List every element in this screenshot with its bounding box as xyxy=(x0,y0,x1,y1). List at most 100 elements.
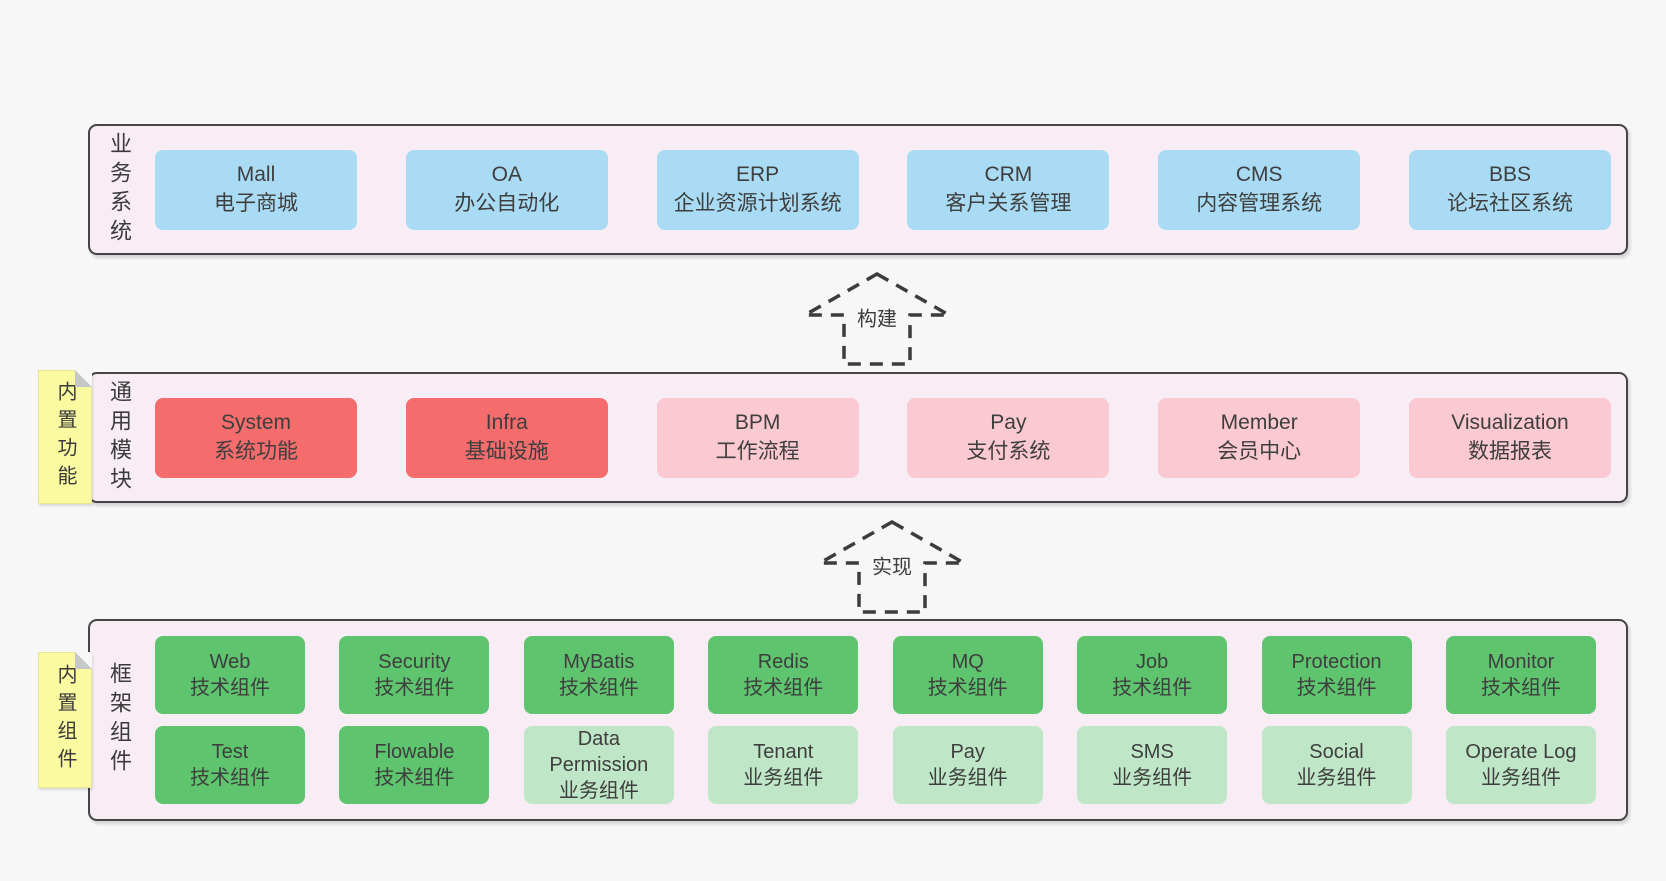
box-social-title: Social xyxy=(1309,741,1364,763)
box-pay-subtitle: 支付系统 xyxy=(966,439,1051,463)
components-row-2: Test 技术组件 Flowable 技术组件 Data Permission … xyxy=(155,726,1596,804)
box-redis: Redis 技术组件 xyxy=(708,636,859,714)
box-visualization: Visualization 数据报表 xyxy=(1408,397,1611,478)
box-redis-subtitle: 技术组件 xyxy=(743,677,824,699)
implement-arrow-shape xyxy=(817,519,967,614)
box-tenant-title: Tenant xyxy=(753,741,814,763)
box-bpm-subtitle: 工作流程 xyxy=(715,439,800,463)
built-in-components-tag-label: 内置组件 xyxy=(54,664,76,776)
box-flowable-title: Flowable xyxy=(374,741,455,763)
components-row-1: Web 技术组件 Security 技术组件 MyBatis 技术组件 Redi… xyxy=(155,636,1596,714)
box-protection-subtitle: 技术组件 xyxy=(1296,677,1377,699)
box-pay-title: Pay xyxy=(990,410,1027,434)
layer-framework-components: 框架组件 Web 技术组件 Security 技术组件 MyBatis 技术组件… xyxy=(88,619,1628,821)
box-job-subtitle: 技术组件 xyxy=(1112,677,1193,699)
box-cms: CMS 内容管理系统 xyxy=(1158,149,1361,230)
box-monitor-subtitle: 技术组件 xyxy=(1480,677,1561,699)
box-security: Security 技术组件 xyxy=(339,636,490,714)
box-data-permission-title: Data Permission xyxy=(549,728,649,776)
box-bpm-title: BPM xyxy=(734,410,781,434)
box-crm: CRM 客户关系管理 xyxy=(907,149,1110,230)
box-system-subtitle: 系统功能 xyxy=(214,439,298,463)
box-cms-subtitle: 内容管理系统 xyxy=(1196,191,1323,215)
box-protection: Protection 技术组件 xyxy=(1261,636,1412,714)
box-bpm: BPM 工作流程 xyxy=(656,397,859,478)
box-data-permission-subtitle: 业务组件 xyxy=(558,780,639,802)
box-infra-title: Infra xyxy=(485,410,528,434)
box-erp-title: ERP xyxy=(736,162,780,186)
layer-modules-label-column: 通用模块 xyxy=(90,374,148,501)
box-web-subtitle: 技术组件 xyxy=(190,677,270,699)
box-pay-biz-title: Pay xyxy=(950,741,985,763)
box-monitor: Monitor 技术组件 xyxy=(1445,636,1596,714)
box-member-subtitle: 会员中心 xyxy=(1217,439,1302,463)
box-infra: Infra 基础设施 xyxy=(405,397,608,478)
box-flowable-subtitle: 技术组件 xyxy=(374,767,455,789)
box-crm-subtitle: 客户关系管理 xyxy=(945,191,1072,215)
box-social: Social 业务组件 xyxy=(1261,726,1412,804)
box-protection-title: Protection xyxy=(1291,651,1382,673)
box-erp-subtitle: 企业资源计划系统 xyxy=(673,191,842,215)
box-mybatis-subtitle: 技术组件 xyxy=(558,677,639,699)
box-monitor-title: Monitor xyxy=(1487,651,1555,673)
box-infra-subtitle: 基础设施 xyxy=(464,439,549,463)
box-system-title: System xyxy=(220,410,291,434)
box-oa-title: OA xyxy=(491,162,522,186)
box-job: Job 技术组件 xyxy=(1077,636,1228,714)
box-test-subtitle: 技术组件 xyxy=(190,767,270,789)
box-mq-title: MQ xyxy=(951,651,984,673)
built-in-components-tag: 内置组件 xyxy=(38,652,92,788)
built-in-features-tag-label: 内置功能 xyxy=(54,381,76,493)
box-test-title: Test xyxy=(211,741,249,763)
components-grid: Web 技术组件 Security 技术组件 MyBatis 技术组件 Redi… xyxy=(155,636,1596,804)
box-job-title: Job xyxy=(1135,651,1169,673)
box-cms-title: CMS xyxy=(1235,162,1283,186)
box-sms-title: SMS xyxy=(1130,741,1174,763)
implement-arrow: 实现 xyxy=(817,519,967,615)
box-security-title: Security xyxy=(378,651,451,673)
box-data-permission: Data Permission 业务组件 xyxy=(523,726,674,804)
box-mall-subtitle: 电子商城 xyxy=(214,191,298,215)
built-in-features-tag: 内置功能 xyxy=(38,370,92,504)
build-arrow-shape xyxy=(802,271,952,366)
box-social-subtitle: 业务组件 xyxy=(1296,767,1377,789)
box-member: Member 会员中心 xyxy=(1158,397,1361,478)
box-operate-log: Operate Log 业务组件 xyxy=(1445,726,1596,804)
box-oa-subtitle: 办公自动化 xyxy=(454,191,560,215)
layer-common-modules: 通用模块 System 系统功能 Infra 基础设施 BPM 工作流程 Pay… xyxy=(88,372,1628,503)
layer-business-systems: 业务系统 Mall 电子商城 OA 办公自动化 ERP 企业资源计划系统 CRM… xyxy=(88,124,1628,255)
box-test: Test 技术组件 xyxy=(155,726,305,804)
box-pay-biz: Pay 业务组件 xyxy=(892,726,1043,804)
layer-business-label: 业务系统 xyxy=(107,131,132,248)
implement-arrow-label: 实现 xyxy=(867,548,917,582)
box-mybatis-title: MyBatis xyxy=(563,651,635,673)
box-erp: ERP 企业资源计划系统 xyxy=(656,149,859,230)
box-security-subtitle: 技术组件 xyxy=(374,677,455,699)
box-redis-title: Redis xyxy=(757,651,809,673)
business-box-row: Mall 电子商城 OA 办公自动化 ERP 企业资源计划系统 CRM 客户关系… xyxy=(155,149,1611,230)
box-crm-title: CRM xyxy=(984,162,1033,186)
box-operate-log-subtitle: 业务组件 xyxy=(1480,767,1561,789)
box-visualization-subtitle: 数据报表 xyxy=(1467,439,1552,463)
box-tenant: Tenant 业务组件 xyxy=(708,726,859,804)
build-arrow-label: 构建 xyxy=(852,300,902,334)
box-pay-biz-subtitle: 业务组件 xyxy=(927,767,1008,789)
box-bbs-title: BBS xyxy=(1488,162,1531,186)
box-mq-subtitle: 技术组件 xyxy=(927,677,1008,699)
box-sms: SMS 业务组件 xyxy=(1077,726,1228,804)
box-visualization-title: Visualization xyxy=(1451,410,1569,434)
build-arrow: 构建 xyxy=(802,271,952,367)
box-mall: Mall 电子商城 xyxy=(155,149,357,230)
box-pay: Pay 支付系统 xyxy=(907,397,1110,478)
box-mq: MQ 技术组件 xyxy=(892,636,1043,714)
box-tenant-subtitle: 业务组件 xyxy=(743,767,824,789)
box-oa: OA 办公自动化 xyxy=(405,149,608,230)
layer-business-label-column: 业务系统 xyxy=(90,126,148,253)
layer-components-label-column: 框架组件 xyxy=(90,621,148,819)
modules-box-row: System 系统功能 Infra 基础设施 BPM 工作流程 Pay 支付系统… xyxy=(155,397,1611,478)
box-flowable: Flowable 技术组件 xyxy=(339,726,490,804)
box-web: Web 技术组件 xyxy=(155,636,305,714)
box-operate-log-title: Operate Log xyxy=(1465,741,1577,763)
box-sms-subtitle: 业务组件 xyxy=(1112,767,1193,789)
